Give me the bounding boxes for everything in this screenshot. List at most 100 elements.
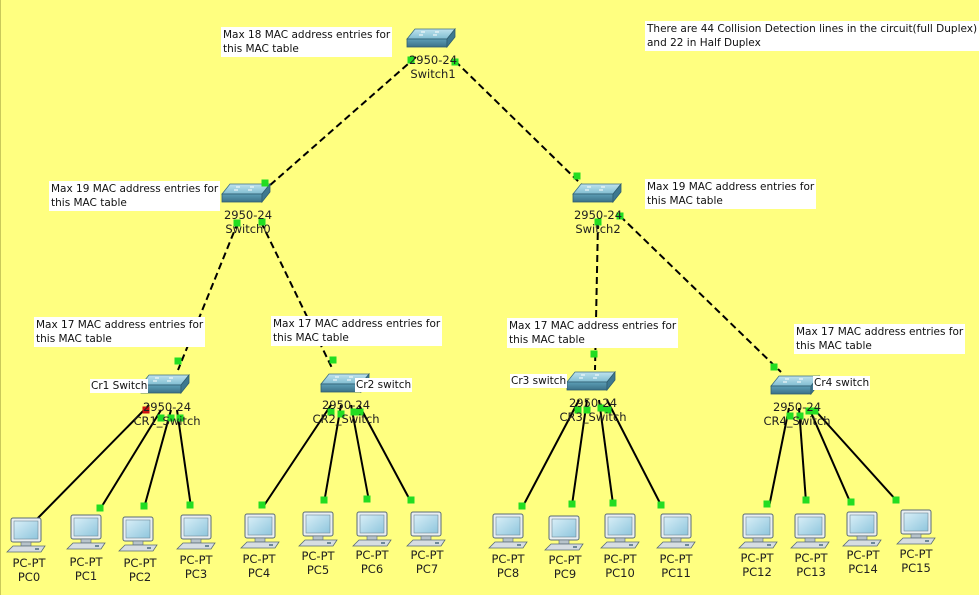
pc0-name: PC0: [17, 570, 41, 584]
link-line[interactable]: [323, 404, 342, 504]
port-status-up-icon: [802, 496, 810, 504]
cr4-switch-icon[interactable]: [770, 375, 820, 395]
link-line[interactable]: [619, 215, 782, 373]
annotation-top-note-line2: and 22 in Half Duplex: [647, 37, 761, 49]
link-line[interactable]: [268, 56, 417, 187]
pc13-name: PC13: [796, 565, 826, 579]
switch2-label[interactable]: 2950-24 Switch2: [574, 208, 622, 236]
link-line[interactable]: [176, 409, 192, 508]
switch2-switch-icon[interactable]: [572, 183, 622, 203]
annotation-top-note[interactable]: There are 44 Collision Detection lines i…: [645, 21, 979, 51]
annotation-cr1-note[interactable]: Max 17 MAC address entries for this MAC …: [34, 317, 206, 347]
switch2-name: Switch2: [575, 222, 621, 236]
pc4-computer-icon[interactable]: [240, 513, 280, 549]
annotation-cr2-note[interactable]: Max 17 MAC address entries for this MAC …: [271, 316, 443, 346]
switch0-name: Switch0: [225, 222, 271, 236]
pc13-computer-icon[interactable]: [790, 513, 830, 549]
link-line[interactable]: [808, 407, 852, 505]
cr1-switch-model: 2950-24: [142, 400, 192, 414]
link-line[interactable]: [812, 407, 897, 501]
link-line[interactable]: [521, 399, 580, 509]
annotation-cr3-note-line1: Max 17 MAC address entries for: [509, 320, 677, 332]
annotation-cr3-note[interactable]: Max 17 MAC address entries for this MAC …: [507, 318, 679, 348]
annotation-switch2-note[interactable]: Max 19 MAC address entries for this MAC …: [645, 179, 817, 209]
link-line[interactable]: [34, 404, 150, 522]
devices-group: [6, 28, 936, 553]
link-line[interactable]: [262, 404, 332, 508]
port-status-up-icon: [356, 408, 364, 416]
cr1-switch-label[interactable]: 2950-24 CR1_Switch: [133, 400, 200, 428]
switch1-switch-icon[interactable]: [406, 28, 456, 48]
pc3-type: PC-PT: [179, 553, 213, 567]
pc15-computer-icon[interactable]: [896, 509, 936, 545]
link-line[interactable]: [358, 404, 412, 503]
pc3-computer-icon[interactable]: [176, 514, 216, 550]
cr4-switch-label[interactable]: 2950-24 CR4_Switch: [763, 400, 830, 428]
link-line[interactable]: [768, 407, 790, 508]
port-status-down-icon: [142, 406, 150, 414]
link-line[interactable]: [798, 407, 807, 503]
link-line[interactable]: [143, 409, 172, 509]
pc6-name: PC6: [360, 562, 384, 576]
switch1-model: 2950-24: [408, 53, 458, 67]
link-line[interactable]: [606, 399, 662, 506]
annotation-cr4-note[interactable]: Max 17 MAC address entries for this MAC …: [794, 324, 966, 354]
link-line[interactable]: [260, 221, 333, 369]
pc5-computer-icon[interactable]: [298, 511, 338, 547]
port-status-up-icon: [597, 404, 605, 412]
switch0-switch-icon[interactable]: [221, 183, 271, 203]
annotation-switch0-note[interactable]: Max 19 MAC address entries for this MAC …: [49, 181, 221, 211]
pc9-computer-icon[interactable]: [544, 515, 584, 551]
pc11-computer-icon[interactable]: [656, 513, 696, 549]
link-line[interactable]: [598, 399, 614, 505]
port-status-up-icon: [609, 499, 617, 507]
cr3-switch-icon[interactable]: [566, 371, 616, 391]
cr2-switch-label[interactable]: 2950-24 CR2_Switch: [312, 398, 379, 426]
cr1-switch-name: CR1_Switch: [133, 414, 201, 428]
link-line[interactable]: [98, 409, 162, 512]
link-line[interactable]: [571, 399, 588, 506]
link-line[interactable]: [454, 60, 585, 188]
cr4-extra-label[interactable]: Cr4 switch: [813, 376, 871, 390]
switch0-label[interactable]: 2950-24 Switch0: [224, 208, 272, 236]
pc10-computer-icon[interactable]: [600, 513, 640, 549]
port-status-up-icon: [258, 501, 266, 509]
cr3-extra-label[interactable]: Cr3 switch: [510, 374, 568, 388]
switch1-label[interactable]: 2950-24 Switch1: [409, 53, 457, 81]
link-line[interactable]: [177, 221, 239, 371]
pc1-computer-icon[interactable]: [66, 514, 106, 550]
pc0-computer-icon[interactable]: [6, 517, 46, 553]
cr3-switch-label[interactable]: 2950-24 CR3_Switch: [559, 396, 626, 424]
pc14-computer-icon[interactable]: [842, 511, 882, 547]
pc12-computer-icon[interactable]: [738, 513, 778, 549]
cr2-extra-label[interactable]: Cr2 switch: [355, 378, 413, 392]
cr1-extra-label[interactable]: Cr1 Switch: [90, 379, 149, 393]
pc7-computer-icon[interactable]: [406, 511, 446, 547]
annotation-switch1-note-line2: this MAC table: [223, 43, 299, 55]
annotation-switch1-note[interactable]: Max 18 MAC address entries for this MAC …: [221, 27, 393, 57]
pc6-computer-icon[interactable]: [352, 511, 392, 547]
pc8-computer-icon[interactable]: [488, 513, 528, 549]
pc2-computer-icon[interactable]: [118, 516, 158, 552]
port-status-up-icon: [258, 218, 266, 226]
link-line[interactable]: [350, 404, 370, 502]
annotation-cr3-note-line2: this MAC table: [509, 334, 585, 346]
port-status-up-icon: [805, 407, 813, 415]
